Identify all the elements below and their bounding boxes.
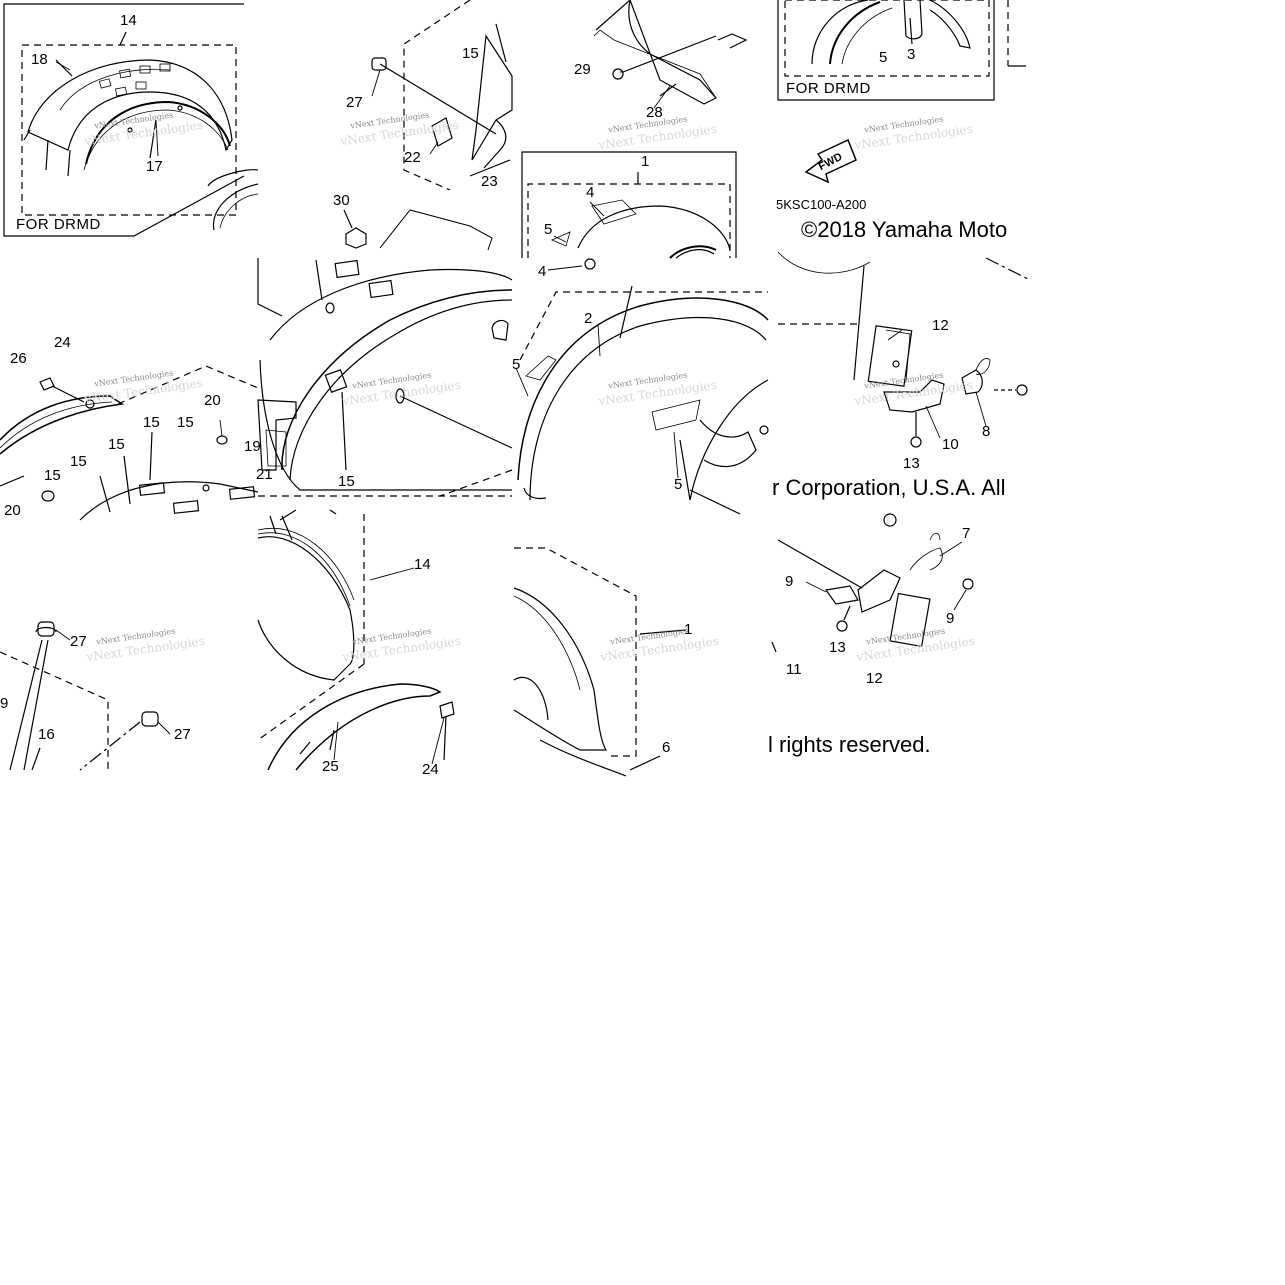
callout-label: 13	[829, 639, 846, 656]
callout-label: 19	[244, 438, 261, 455]
callout-label: 21	[256, 466, 273, 483]
copyright-line-3: l rights reserved.	[768, 732, 931, 758]
callout-label: 4	[586, 184, 595, 201]
callout-label: 13	[903, 455, 920, 472]
callout-label: 27	[346, 94, 363, 111]
fwd-arrow-shape	[804, 138, 857, 184]
leader-lines	[55, 61, 987, 765]
diagram-code: 5KSC100-A200	[776, 197, 867, 212]
callout-label: 5	[544, 221, 553, 238]
callout-label: 15	[143, 414, 160, 431]
rear-garnish	[593, 0, 748, 105]
copyright-line-1: ©2018 Yamaha Moto	[801, 217, 1027, 243]
callout-label: 20	[204, 392, 221, 409]
callout-label: 5	[674, 476, 683, 493]
front-fender-main	[517, 285, 769, 515]
callout-label: 17	[146, 158, 163, 175]
callout-label: 14	[120, 12, 137, 29]
callout-label: 5	[512, 356, 521, 373]
callout-label: 14	[414, 556, 431, 573]
bracket-assembly-upper	[777, 251, 1031, 448]
callout-label: 9	[946, 610, 955, 627]
callout-label: 24	[422, 761, 439, 778]
callout-label: 9	[785, 573, 794, 590]
callout-label: 28	[646, 104, 663, 121]
callout-label: 27	[70, 633, 87, 650]
rear-fender-lower	[257, 509, 455, 771]
drmd-caption-right: FOR DRMD	[786, 80, 871, 97]
rear-fender-main	[257, 258, 513, 521]
callout-label: 24	[54, 334, 71, 351]
callout-label: 7	[962, 525, 971, 542]
upper-middle-parts	[371, 0, 513, 191]
callout-label: 9	[0, 695, 9, 712]
callout-label: 30	[333, 192, 350, 209]
callout-label: 3	[907, 46, 916, 63]
callout-label: 15	[108, 436, 125, 453]
callout-label: 4	[538, 263, 547, 280]
drmd-front-fender-box	[777, 0, 1026, 101]
callout-label: 10	[942, 436, 959, 453]
bracket-assembly-lower	[771, 513, 974, 653]
callout-label: 11	[786, 661, 802, 678]
callout-label: 12	[932, 317, 949, 334]
callout-label: 15	[70, 453, 87, 470]
clip-30	[343, 209, 493, 251]
callout-label: 2	[584, 310, 593, 327]
callout-label: 15	[177, 414, 194, 431]
callout-label: 25	[322, 758, 339, 775]
callout-label: 26	[10, 350, 27, 367]
callout-label: 22	[404, 149, 421, 166]
callout-label: 1	[641, 153, 650, 170]
callout-label: 5	[879, 49, 888, 66]
callout-label: 20	[4, 502, 21, 519]
callout-label: 6	[662, 739, 671, 756]
callout-label: 29	[574, 61, 591, 78]
drmd-rear-fender-box	[3, 3, 245, 237]
left-rail-parts	[0, 169, 259, 521]
drmd-caption-left: FOR DRMD	[16, 216, 101, 233]
grommets-lower-left	[0, 621, 159, 771]
front-fender-lower	[513, 547, 687, 777]
callout-label: 15	[44, 467, 61, 484]
callout-label: 16	[38, 726, 55, 743]
callout-label: 15	[462, 45, 479, 62]
callout-label: 27	[174, 726, 191, 743]
copyright-line-2: r Corporation, U.S.A. All	[772, 475, 1028, 501]
callout-label: 1	[684, 621, 693, 638]
callout-label: 23	[481, 173, 498, 190]
callout-label: 15	[338, 473, 355, 490]
callout-label: 12	[866, 670, 883, 687]
callout-label: 8	[982, 423, 991, 440]
callout-label: 18	[31, 51, 48, 68]
front-fender-assembly-box	[521, 151, 737, 270]
